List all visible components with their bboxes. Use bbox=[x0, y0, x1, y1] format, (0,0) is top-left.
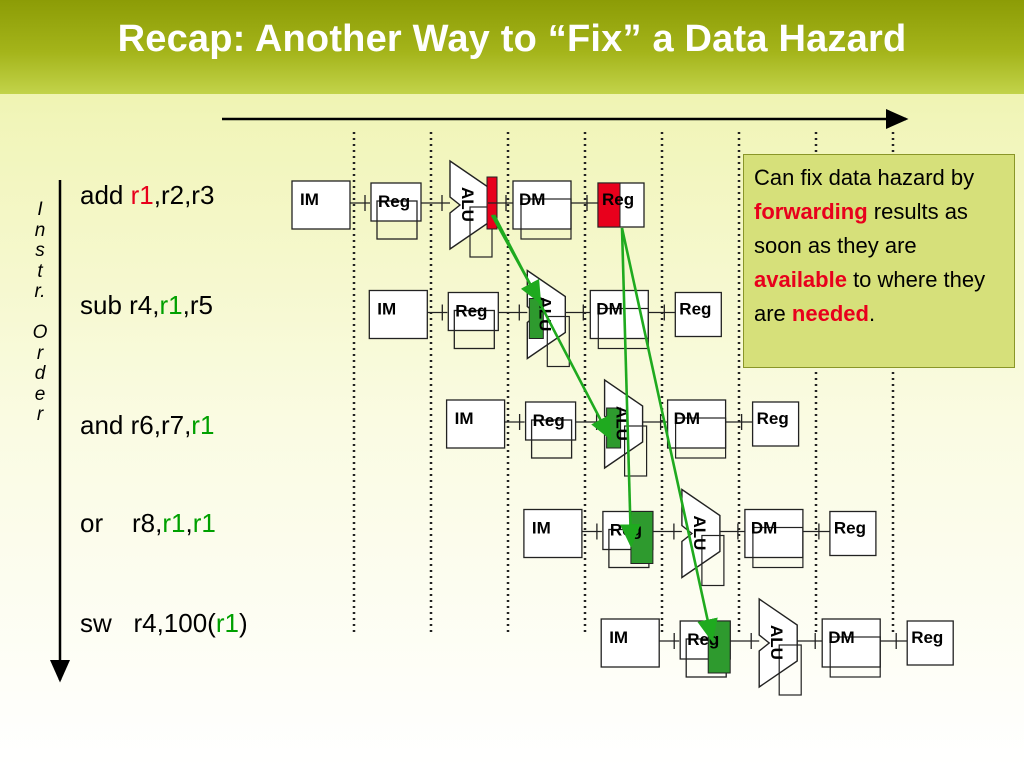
order-axis-letter: r bbox=[36, 342, 44, 364]
note-text-4: . bbox=[868, 301, 876, 326]
alu-shape bbox=[758, 597, 798, 689]
reg-write-result-half bbox=[597, 182, 621, 228]
order-axis-letter: n bbox=[34, 219, 46, 241]
dm-shadow bbox=[752, 526, 804, 569]
reg-read-shadow bbox=[530, 419, 573, 459]
reg-read-shadow bbox=[376, 200, 418, 240]
alu-label: ALU bbox=[690, 516, 709, 551]
note-text-1: Can fix data hazard by bbox=[754, 165, 975, 190]
reg-write-label: Reg bbox=[757, 409, 789, 428]
im-label: IM bbox=[455, 409, 474, 428]
reg-read-box bbox=[447, 291, 499, 332]
reg-read-label: Reg bbox=[533, 411, 565, 430]
reg-write-label: Reg bbox=[911, 628, 943, 647]
reg-write-box bbox=[906, 620, 954, 666]
instruction-text: and r6,r7, bbox=[80, 410, 192, 440]
im-box bbox=[368, 289, 428, 340]
instruction-text: ,r5 bbox=[182, 290, 213, 320]
register-highlight: r1 bbox=[215, 608, 239, 638]
im-box bbox=[600, 618, 660, 668]
reg-read-box bbox=[524, 401, 577, 441]
note-forwarding: forwarding bbox=[754, 199, 868, 224]
alu-shadow bbox=[778, 644, 802, 696]
forwarding-arrow bbox=[492, 214, 612, 441]
dm-shadow bbox=[829, 636, 881, 678]
note-text-3: to where they are bbox=[754, 267, 986, 326]
im-label: IM bbox=[609, 628, 628, 647]
order-axis-letter: r. bbox=[34, 281, 46, 302]
instruction-line: sw r4,100(r1) bbox=[80, 608, 248, 639]
order-axis-letter: I bbox=[37, 199, 43, 220]
alu-shadow bbox=[623, 425, 648, 477]
instruction-text: ) bbox=[238, 608, 248, 638]
reg-write-label: Reg bbox=[834, 519, 866, 538]
reg-read-shadow bbox=[453, 309, 495, 350]
title-bar bbox=[0, 0, 1024, 94]
im-box bbox=[523, 508, 583, 559]
reg-write-box bbox=[674, 291, 722, 338]
alu-shape bbox=[681, 488, 721, 579]
order-axis-letter: d bbox=[34, 363, 46, 384]
alu-label: ALU bbox=[458, 187, 477, 222]
instruction-text: sub r4, bbox=[80, 290, 160, 320]
register-highlight: r1 bbox=[191, 410, 215, 440]
register-highlight: r1 bbox=[130, 180, 154, 210]
alu-shadow bbox=[701, 534, 725, 587]
order-axis-letter: e bbox=[34, 383, 46, 405]
instruction-text: , bbox=[185, 508, 193, 538]
im-label: IM bbox=[377, 300, 396, 319]
order-axis-letter: r bbox=[36, 404, 44, 425]
reg-write-label: Reg bbox=[679, 300, 711, 319]
instruction-line: sub r4,r1,r5 bbox=[80, 290, 213, 321]
forwarding-arrow bbox=[620, 227, 641, 548]
register-highlight: r1 bbox=[162, 508, 186, 538]
reg-read-label: Reg bbox=[455, 302, 487, 321]
reg-read-label: Reg bbox=[378, 192, 410, 211]
alu-shadow bbox=[469, 206, 493, 258]
dm-label: DM bbox=[828, 628, 854, 647]
register-highlight: r1 bbox=[192, 508, 216, 538]
instruction-text: ,r2,r3 bbox=[153, 180, 215, 210]
note-available: available bbox=[754, 267, 847, 292]
reg-read-label: Reg bbox=[687, 630, 719, 649]
register-highlight: r1 bbox=[159, 290, 183, 320]
alu-shadow bbox=[546, 315, 570, 368]
reg-write-label: Reg bbox=[602, 190, 634, 209]
reg-read-box bbox=[370, 182, 422, 222]
forwarding-arrow bbox=[620, 227, 718, 643]
dm-label: DM bbox=[674, 409, 700, 428]
dm-shadow bbox=[674, 417, 727, 459]
reg-write-box bbox=[829, 510, 877, 557]
instruction-text: add bbox=[80, 180, 131, 210]
im-box bbox=[291, 180, 351, 230]
dm-box bbox=[666, 399, 727, 449]
instruction-line: and r6,r7,r1 bbox=[80, 410, 214, 441]
order-axis-letter: t bbox=[37, 260, 43, 282]
alu-label: ALU bbox=[767, 625, 786, 660]
forwarding-note: Can fix data hazard by forwarding result… bbox=[743, 154, 1015, 368]
order-axis-letter: s bbox=[35, 240, 45, 261]
reg-read-label: Reg bbox=[610, 521, 642, 540]
dm-shadow bbox=[520, 198, 572, 240]
im-label: IM bbox=[300, 190, 319, 209]
im-box bbox=[445, 399, 506, 449]
instruction-text: sw r4,100( bbox=[80, 608, 216, 638]
dm-box bbox=[512, 180, 572, 230]
order-axis-letter: O bbox=[32, 322, 48, 343]
dm-label: DM bbox=[519, 190, 545, 209]
dm-box bbox=[821, 618, 881, 668]
slide-title: Recap: Another Way to “Fix” a Data Hazar… bbox=[117, 18, 907, 60]
instruction-line: or r8,r1,r1 bbox=[80, 508, 216, 539]
instruction-text: or r8, bbox=[80, 508, 163, 538]
dm-label: DM bbox=[751, 519, 777, 538]
dm-label: DM bbox=[596, 300, 622, 319]
note-text-2: results as soon as they are bbox=[754, 199, 968, 258]
reg-write-box bbox=[751, 401, 800, 447]
im-label: IM bbox=[532, 519, 551, 538]
note-needed: needed bbox=[791, 301, 869, 326]
instruction-line: add r1,r2,r3 bbox=[80, 180, 214, 211]
